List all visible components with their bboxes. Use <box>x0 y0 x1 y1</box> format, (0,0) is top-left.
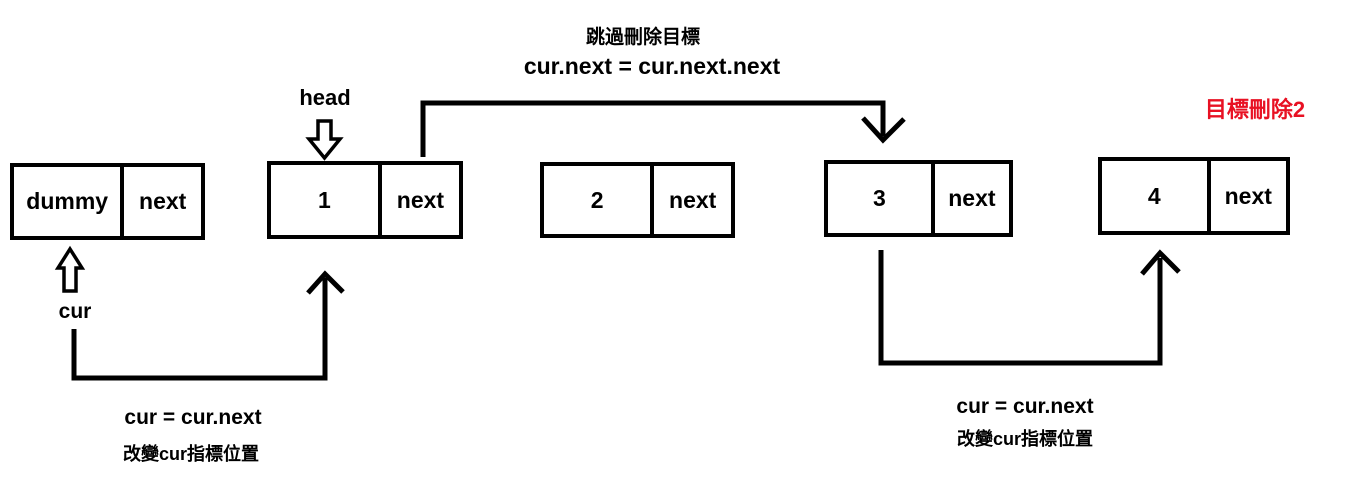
node-4-next: next <box>1224 182 1272 209</box>
cur-label: cur <box>58 300 92 323</box>
node-2-value: 2 <box>544 166 655 234</box>
left-step-caption: 改變cur指標位置 <box>122 444 260 464</box>
target-delete-note: 目標刪除2 <box>1204 97 1306 122</box>
node-1-value: 1 <box>271 165 382 235</box>
cur-arrow-icon <box>54 245 86 293</box>
node-dummy: dummy next <box>10 163 205 240</box>
skip-code-text: cur.next = cur.next.next <box>523 53 781 79</box>
cur-move-arrow-right-icon <box>878 249 1181 366</box>
node-3: 3 next <box>824 160 1013 237</box>
node-1: 1 next <box>267 161 463 239</box>
skip-elbow-arrow-icon <box>420 100 906 157</box>
node-3-next: next <box>948 185 996 211</box>
node-4-value: 4 <box>1102 161 1211 231</box>
cur-move-arrow-left-icon <box>71 270 345 381</box>
node-dummy-next: next <box>139 188 187 214</box>
node-dummy-value: dummy <box>14 167 125 236</box>
node-3-value: 3 <box>828 164 935 233</box>
node-4: 4 next <box>1098 157 1290 235</box>
head-label: head <box>299 85 351 110</box>
right-step-caption: 改變cur指標位置 <box>956 429 1094 449</box>
left-step-code: cur = cur.next <box>124 406 262 429</box>
node-2-next: next <box>669 186 717 213</box>
node-1-next: next <box>396 186 445 213</box>
skip-caption: 跳過刪除目標 <box>585 27 701 48</box>
node-2: 2 next <box>540 162 735 238</box>
right-step-code: cur = cur.next <box>956 395 1094 418</box>
head-arrow-icon <box>305 119 344 161</box>
